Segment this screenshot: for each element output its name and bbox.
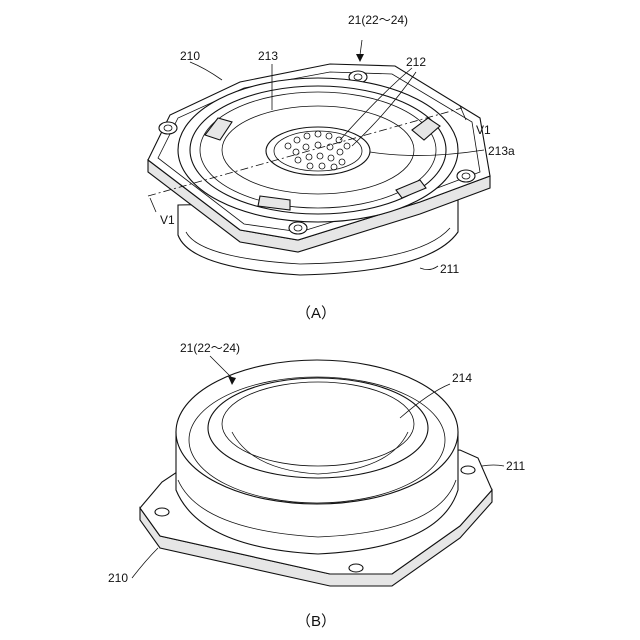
caption-a: （A） — [296, 305, 336, 322]
label-device-b: 21(22～24) — [180, 341, 240, 355]
label-flange-a: 210 — [180, 49, 200, 63]
label-housing-b: 211 — [506, 459, 525, 473]
label-holes-a: 212 — [406, 55, 426, 69]
label-center-part-a: 213a — [488, 144, 515, 158]
label-section-right-a: V1 — [476, 123, 491, 137]
label-dome-b: 214 — [452, 371, 472, 385]
label-diaphragm-a: 213 — [258, 49, 278, 63]
arrow-device-a — [356, 54, 364, 62]
label-housing-a: 211 — [440, 262, 459, 276]
figure-b: 21(22～24) 214 211 210 （B） — [108, 341, 525, 630]
label-device-a: 21(22～24) — [348, 13, 408, 27]
figure-a: 21(22～24) 210 213 212 V1 213a V1 211 （A） — [148, 13, 515, 322]
caption-b: （B） — [296, 613, 336, 630]
label-section-left-a: V1 — [160, 213, 175, 227]
dome-b — [208, 378, 428, 478]
center-disc-a — [266, 127, 370, 175]
label-flange-b: 210 — [108, 571, 128, 585]
